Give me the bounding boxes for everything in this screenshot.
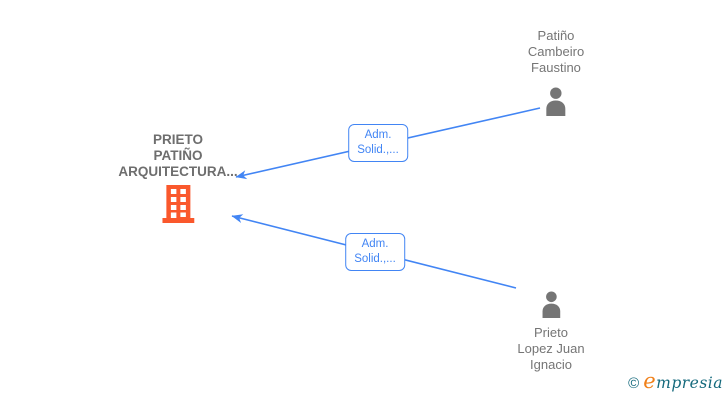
person-icon — [542, 291, 560, 318]
company-name-line: PATIÑO — [153, 148, 203, 163]
person-name-line: Faustino — [531, 60, 581, 75]
person-name-line: Patiño — [537, 28, 575, 43]
company-name-line: ARQUITECTURA... — [118, 164, 238, 179]
person-icon — [546, 87, 566, 116]
empresia-brand-text: empresia — [643, 369, 723, 393]
copyright-icon: © — [628, 375, 640, 392]
node-person-bottom[interactable]: Prieto Lopez Juan Ignacio — [517, 291, 585, 373]
edge-label-top[interactable]: Adm. Solid.,... — [348, 124, 408, 162]
edge-label-line: Solid.,... — [357, 144, 399, 156]
company-name: PRIETO PATIÑO ARQUITECTURA... — [118, 132, 237, 180]
person-name-line: Cambeiro — [527, 44, 585, 59]
node-person-top[interactable]: Patiño Cambeiro Faustino — [528, 28, 584, 116]
edge-label-bottom[interactable]: Adm. Solid.,... — [345, 233, 405, 271]
brand-rest: mpresia — [656, 374, 723, 392]
node-company[interactable]: PRIETO PATIÑO ARQUITECTURA... — [118, 132, 238, 223]
edge-label-line: Adm. — [361, 238, 389, 250]
edge-label-line: Adm. — [364, 129, 392, 141]
brand-initial: e — [643, 369, 657, 393]
person-name-line: Ignacio — [530, 357, 572, 372]
person-top-name: Patiño Cambeiro Faustino — [528, 28, 584, 76]
person-name-line: Prieto — [534, 325, 568, 340]
building-icon — [162, 185, 194, 223]
person-name-line: Lopez Juan — [517, 341, 585, 356]
company-name-line: PRIETO — [152, 132, 203, 147]
edge-label-line: Solid.,... — [354, 253, 396, 265]
person-bottom-name: Prieto Lopez Juan Ignacio — [517, 325, 584, 373]
empresia-logo[interactable]: © empresia — [628, 369, 723, 393]
